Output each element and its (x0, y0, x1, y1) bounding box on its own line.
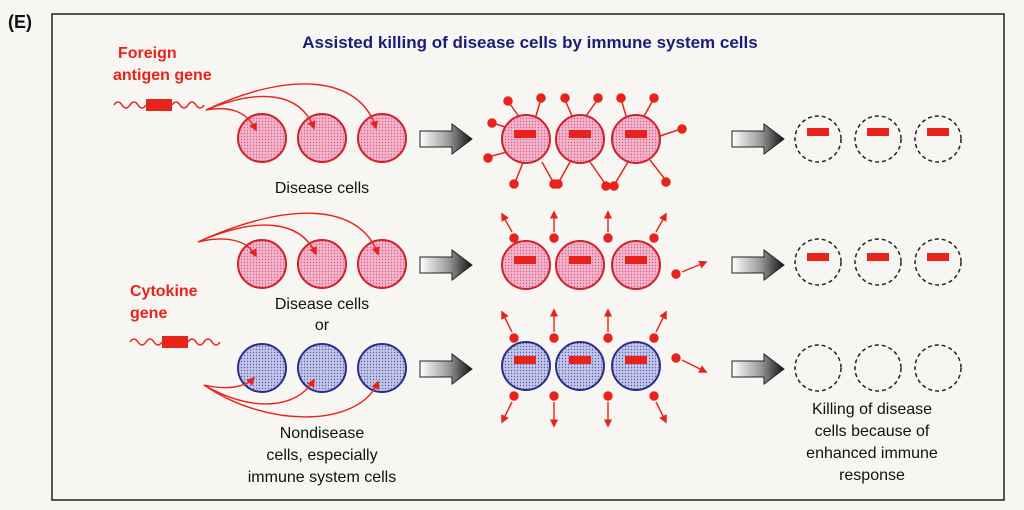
antigen-marker (569, 130, 591, 138)
antigen-marker (514, 256, 536, 264)
right-arrow-icon (731, 123, 785, 155)
antigen-marker (625, 130, 647, 138)
killed-cell (794, 115, 842, 163)
killed-cell (854, 238, 902, 286)
right-arrow-icon (731, 249, 785, 281)
antigen-marker (625, 356, 647, 364)
killed-cell (914, 344, 962, 392)
killing-label-1: Killing of disease (812, 401, 932, 418)
antigen-marker (927, 128, 949, 136)
killing-label-4: response (839, 467, 905, 484)
nondisease-label-1: Nondisease (280, 425, 365, 442)
killed-cell (854, 344, 902, 392)
cytokine-gene-icon (129, 336, 221, 348)
right-arrow-icon (731, 353, 785, 385)
killed-cell (854, 115, 902, 163)
killed-cell (914, 238, 962, 286)
killed-cells-row-3 (794, 344, 962, 392)
foreign-antigen-label-2: antigen gene (113, 67, 212, 84)
nondisease-label-2: cells, especially (266, 447, 377, 464)
killed-cells-row-2 (794, 238, 962, 286)
antigen-marker (807, 128, 829, 136)
disease-cell (357, 113, 407, 163)
killing-label-2: cells because of (815, 423, 930, 440)
disease-cell (555, 114, 605, 164)
disease-cells-label-top: Disease cells (275, 180, 369, 197)
immune-cells-row-3 (237, 343, 407, 393)
cytokine-secreting-immune-cells (501, 341, 661, 391)
immune-cell (611, 341, 661, 391)
killed-cell (794, 344, 842, 392)
killed-cell (794, 238, 842, 286)
disease-cells-row-1 (237, 113, 407, 163)
process-arrows-col-1 (419, 123, 473, 385)
cytokine-label-2: gene (130, 305, 167, 322)
diagram-title: Assisted killing of disease cells by imm… (302, 33, 757, 52)
gene-transfer-arrows-row-2 (197, 212, 380, 258)
right-arrow-icon (419, 353, 473, 385)
immune-cell (297, 343, 347, 393)
disease-cells-row-2 (237, 239, 407, 289)
disease-cell (237, 239, 287, 289)
cytokine-secretion-arrows-row-2 (501, 210, 708, 279)
nondisease-label-3: immune system cells (248, 469, 396, 486)
foreign-antigen-label-1: Foreign (118, 45, 177, 62)
antigen-marker (927, 253, 949, 261)
antigen-marker (625, 256, 647, 264)
disease-cell (237, 113, 287, 163)
right-arrow-icon (419, 249, 473, 281)
antigen-marker (807, 253, 829, 261)
antigen-marker (514, 356, 536, 364)
disease-cell (297, 113, 347, 163)
disease-cell (611, 240, 661, 290)
disease-cell (357, 239, 407, 289)
figure-frame (51, 13, 1005, 501)
cytokine-label-1: Cytokine (130, 283, 198, 300)
antigen-marker (867, 253, 889, 261)
foreign-antigen-gene-icon (113, 99, 205, 111)
panel-label: (E) (8, 12, 32, 32)
disease-cells-label-mid: Disease cells (275, 296, 369, 313)
disease-cell (501, 114, 551, 164)
antigen-marker (569, 256, 591, 264)
antigen-marker (569, 356, 591, 364)
gene-transfer-arrows-row-3 (203, 376, 380, 418)
killed-cells-row-1 (794, 115, 962, 163)
antigen-marker (514, 130, 536, 138)
right-arrow-icon (419, 123, 473, 155)
antigen-marker (867, 128, 889, 136)
immune-cell (555, 341, 605, 391)
immune-cell (501, 341, 551, 391)
or-label: or (315, 317, 330, 334)
cytokine-secreting-disease-cells (501, 240, 661, 290)
process-arrows-col-2 (731, 123, 785, 385)
gene-transfer-arrows-row-1 (205, 83, 379, 132)
cytokine-secretion-arrows-row-3 (501, 308, 708, 428)
presenting-cells-row-1 (501, 114, 661, 164)
killing-label-3: enhanced immune (806, 445, 938, 462)
immune-cell (357, 343, 407, 393)
killed-cell (914, 115, 962, 163)
disease-cell (501, 240, 551, 290)
disease-cell (555, 240, 605, 290)
disease-cell (611, 114, 661, 164)
disease-cell (297, 239, 347, 289)
